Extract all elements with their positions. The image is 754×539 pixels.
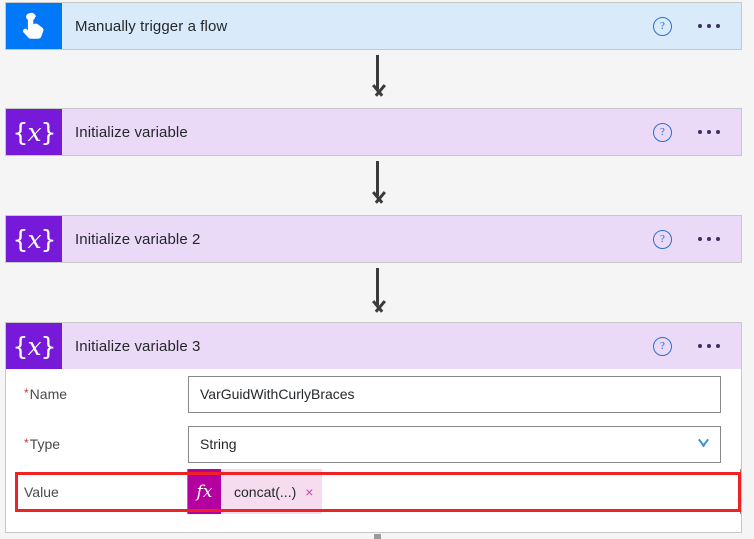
required-marker: *	[24, 386, 29, 400]
card-footer-spacer	[6, 514, 741, 532]
type-select[interactable]: String	[188, 425, 721, 463]
card-header[interactable]: Manually trigger a flow ?	[6, 3, 741, 49]
card-body: *Name VarGuidWithCurlyBraces *Type Strin…	[6, 369, 741, 532]
variable-glyph: {x}	[12, 117, 57, 147]
name-label-text: Name	[29, 386, 68, 402]
expression-token[interactable]: concat(...) ×	[221, 469, 323, 514]
more-options-icon[interactable]	[698, 344, 720, 348]
expression-token-label: concat(...)	[234, 483, 297, 500]
type-field-control: String	[188, 425, 741, 463]
help-icon[interactable]: ?	[653, 122, 672, 142]
help-icon[interactable]: ?	[653, 336, 672, 356]
chevron-down-icon[interactable]	[696, 440, 709, 448]
card-header[interactable]: {x} Initialize variable 3 ?	[6, 323, 741, 369]
name-field-control: VarGuidWithCurlyBraces	[188, 375, 741, 413]
value-field-row: Value fx concat(...) ×	[6, 469, 741, 514]
value-label-text: Value	[24, 483, 59, 500]
card-header-actions: ?	[653, 16, 741, 36]
card-header-actions: ?	[653, 229, 741, 249]
card-header[interactable]: {x} Initialize variable ?	[6, 109, 741, 155]
more-options-icon[interactable]	[698, 130, 720, 134]
type-select-value: String	[200, 436, 237, 452]
flow-connector-arrow-2	[371, 161, 384, 207]
flow-connector-stub-bottom	[374, 534, 381, 539]
card-header-actions: ?	[653, 336, 741, 356]
name-field-label: *Name	[6, 386, 188, 402]
variable-glyph: {x}	[12, 331, 57, 361]
flow-step-card-init-var-2[interactable]: {x} Initialize variable 2 ?	[5, 215, 742, 263]
value-field-label: Value	[6, 469, 188, 514]
type-label-text: Type	[29, 436, 61, 452]
flow-step-card-trigger[interactable]: Manually trigger a flow ?	[5, 2, 742, 50]
variable-braces-icon: {x}	[6, 323, 62, 369]
card-header-actions: ?	[653, 122, 741, 142]
variable-braces-icon: {x}	[6, 109, 62, 155]
flow-connector-arrow-3	[371, 268, 384, 316]
fx-expression-icon[interactable]: fx	[188, 469, 221, 514]
card-title: Initialize variable 2	[75, 230, 201, 248]
more-options-icon[interactable]	[698, 24, 720, 28]
flow-step-card-init-var-3[interactable]: {x} Initialize variable 3 ? *Name VarGui…	[5, 322, 742, 533]
flow-step-card-init-var-1[interactable]: {x} Initialize variable ?	[5, 108, 742, 156]
value-input[interactable]: fx concat(...) ×	[188, 469, 741, 514]
name-field-row: *Name VarGuidWithCurlyBraces	[6, 369, 741, 419]
tap-hand-icon	[6, 3, 62, 49]
card-title: Initialize variable	[75, 123, 188, 141]
variable-braces-icon: {x}	[6, 216, 62, 262]
flow-connector-arrow-1	[371, 55, 384, 100]
card-title: Initialize variable 3	[75, 337, 201, 355]
name-input-value: VarGuidWithCurlyBraces	[200, 386, 355, 402]
type-field-row: *Type String	[6, 419, 741, 469]
type-field-label: *Type	[6, 436, 188, 452]
required-marker: *	[24, 436, 29, 450]
help-icon[interactable]: ?	[653, 229, 672, 249]
more-options-icon[interactable]	[698, 237, 720, 241]
help-icon[interactable]: ?	[653, 16, 672, 36]
card-title: Manually trigger a flow	[75, 17, 228, 35]
variable-glyph: {x}	[12, 224, 57, 254]
card-header[interactable]: {x} Initialize variable 2 ?	[6, 216, 741, 262]
name-input[interactable]: VarGuidWithCurlyBraces	[188, 375, 721, 413]
close-icon[interactable]: ×	[305, 483, 314, 500]
